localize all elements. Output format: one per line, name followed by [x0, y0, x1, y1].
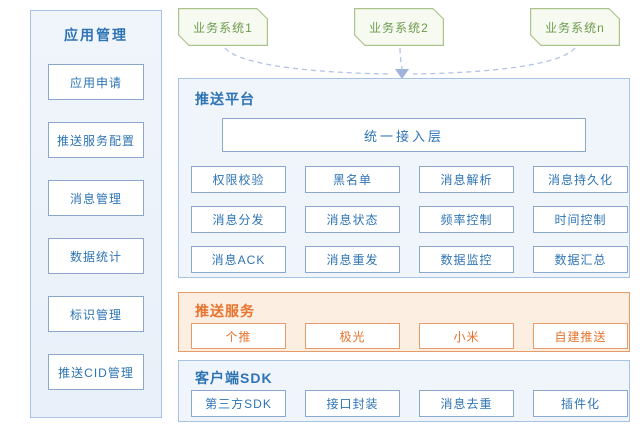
app-management-panel: 应用管理 应用申请 推送服务配置 消息管理 数据统计 标识管理 推送CID管理 [30, 10, 162, 418]
unified-access-layer-box: 统一接入层 [222, 118, 586, 152]
module-message-dispatch: 消息分发 [191, 206, 286, 233]
module-blacklist: 黑名单 [305, 166, 400, 193]
card-shape [178, 8, 268, 46]
client-sdk-panel: 客户端SDK 第三方SDK 接口封装 消息去重 插件化 [178, 360, 630, 422]
module-data-monitor: 数据监控 [419, 246, 514, 273]
platform-module-grid: 权限校验 黑名单 消息解析 消息持久化 消息分发 消息状态 频率控制 时间控制 … [179, 152, 629, 273]
push-platform-title: 推送平台 [195, 91, 255, 107]
sdk-api-wrapper: 接口封装 [305, 390, 400, 417]
module-message-status: 消息状态 [305, 206, 400, 233]
business-system-2: 业务系统2 [354, 8, 444, 46]
push-service-panel: 推送服务 个推 极光 小米 自建推送 [178, 292, 630, 352]
sdk-module-row: 第三方SDK 接口封装 消息去重 插件化 [179, 385, 629, 417]
push-service-title: 推送服务 [195, 303, 255, 319]
sdk-third-party: 第三方SDK [191, 390, 286, 417]
provider-xiaomi: 小米 [419, 323, 514, 349]
business-system-label: 业务系统1 [193, 20, 253, 35]
sidebar-item-push-config: 推送服务配置 [48, 122, 144, 158]
sidebar-item-tag-mgmt: 标识管理 [48, 296, 144, 332]
business-system-1: 业务系统1 [178, 8, 268, 46]
sdk-message-dedup: 消息去重 [419, 390, 514, 417]
business-system-label: 业务系统n [545, 20, 605, 35]
module-message-ack: 消息ACK [191, 246, 286, 273]
module-data-summary: 数据汇总 [533, 246, 628, 273]
dashed-connector-arrows [224, 47, 576, 79]
sidebar-item-app-apply: 应用申请 [48, 64, 144, 100]
arrow-down-icon [395, 69, 409, 79]
business-system-n: 业务系统n [530, 8, 620, 46]
sidebar-item-data-stats: 数据统计 [48, 238, 144, 274]
card-shape [530, 8, 620, 46]
push-platform-panel: 推送平台 统一接入层 权限校验 黑名单 消息解析 消息持久化 消息分发 消息状态… [178, 78, 630, 278]
provider-self-built: 自建推送 [533, 323, 628, 349]
sidebar-item-message-mgmt: 消息管理 [48, 180, 144, 216]
business-system-label: 业务系统2 [369, 20, 429, 35]
module-message-resend: 消息重发 [305, 246, 400, 273]
module-message-parse: 消息解析 [419, 166, 514, 193]
provider-jiguang: 极光 [305, 323, 400, 349]
client-sdk-title: 客户端SDK [195, 370, 273, 386]
module-rate-control: 频率控制 [419, 206, 514, 233]
sidebar-item-cid-mgmt: 推送CID管理 [48, 354, 144, 390]
push-provider-row: 个推 极光 小米 自建推送 [179, 318, 629, 349]
module-time-control: 时间控制 [533, 206, 628, 233]
sdk-plugin: 插件化 [533, 390, 628, 417]
module-message-persist: 消息持久化 [533, 166, 628, 193]
provider-getui: 个推 [191, 323, 286, 349]
business-systems-row: 业务系统1 业务系统2 业务系统n [178, 8, 620, 46]
app-management-title: 应用管理 [64, 27, 128, 43]
module-permission-check: 权限校验 [191, 166, 286, 193]
card-shape [354, 8, 444, 46]
